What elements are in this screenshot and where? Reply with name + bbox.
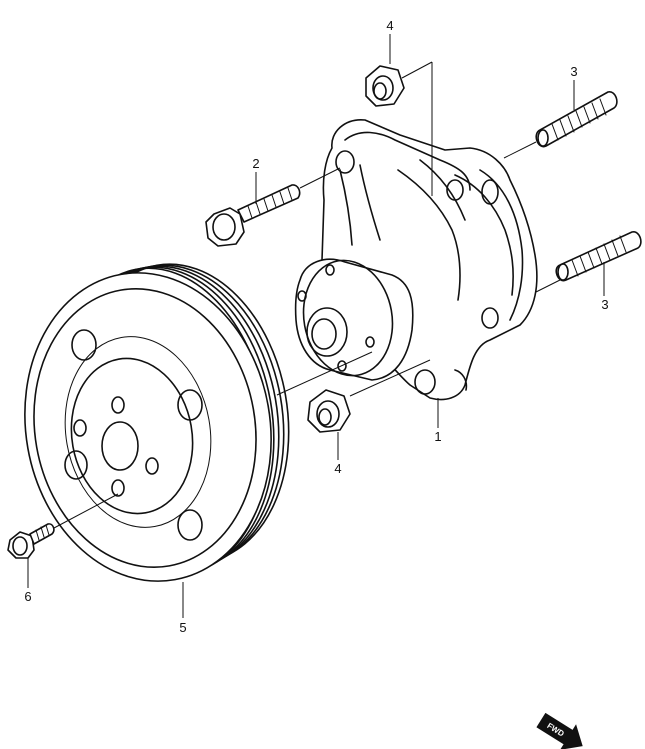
callout-part-1: 1 [434,429,441,444]
callout-part-6: 6 [24,589,31,604]
callout-part-5: 5 [179,620,186,635]
nut-4-upper [365,65,405,107]
callout-part-4-upper: 4 [386,18,393,33]
stud-3-upper [535,91,618,148]
stud-3-lower [555,231,642,282]
fwd-arrow-icon: FWD [536,712,583,749]
bolt-2 [205,184,301,247]
pulley [24,263,290,582]
bolt-6 [7,523,55,559]
assembly-lines [27,34,605,618]
callout-part-3-upper: 3 [570,64,577,79]
callout-part-3-lower: 3 [601,297,608,312]
nut-4-lower [307,389,351,433]
callout-part-2: 2 [252,156,259,171]
callout-part-4-lower: 4 [334,461,341,476]
water-pump-body [294,119,538,401]
